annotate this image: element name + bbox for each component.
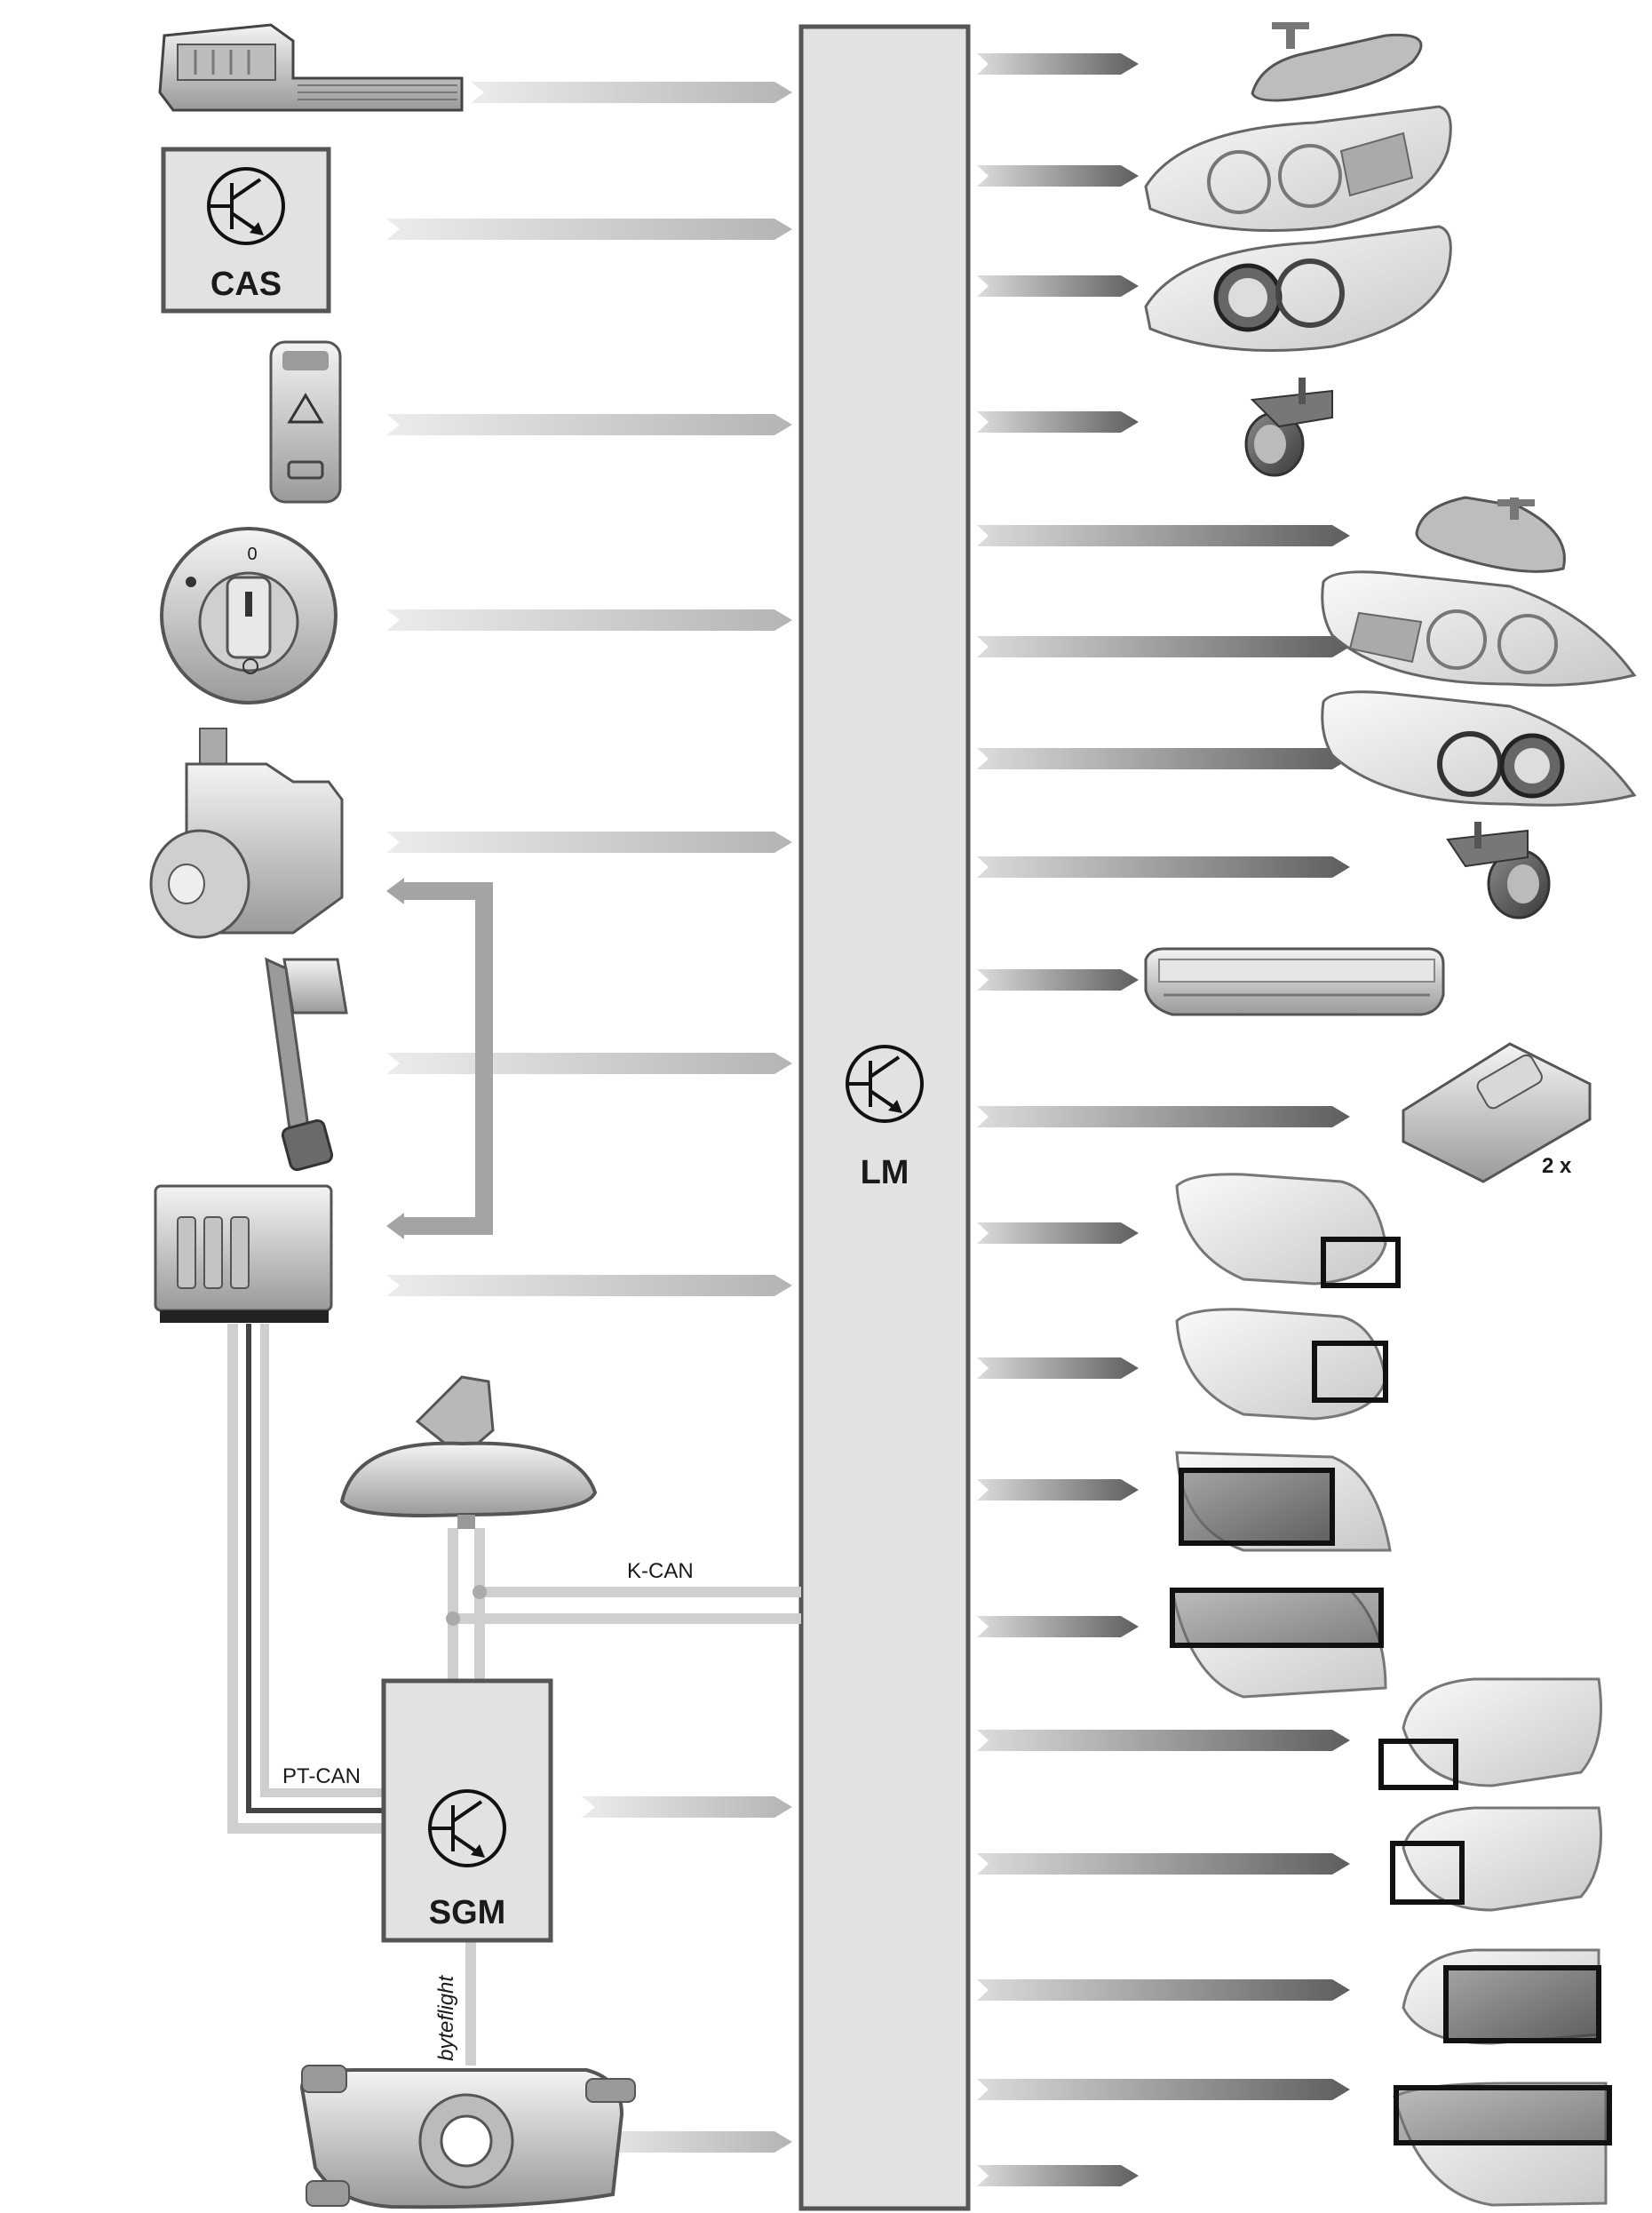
- byteflight-label: byteflight: [434, 1975, 458, 2061]
- highlight-box: [1170, 1588, 1384, 1648]
- sgm-transistor-icon: [428, 1789, 506, 1867]
- byteflight-bus: [465, 1941, 476, 2066]
- side-marker-icon: [1251, 22, 1423, 102]
- lm-transistor-icon: [846, 1045, 924, 1123]
- output-arrow: [977, 275, 1139, 297]
- cas-transistor-icon: [207, 167, 285, 245]
- license-plate-light-icon: [1402, 1042, 1592, 1183]
- output-arrow: [977, 856, 1350, 878]
- brake-pedal-icon: [265, 957, 348, 1172]
- lm-label: LM: [861, 1154, 909, 1191]
- dme-control-unit-icon: [154, 1184, 333, 1323]
- tail-light-icon: [1175, 1308, 1388, 1421]
- svg-text:0: 0: [247, 545, 257, 564]
- k-can-bus: [446, 1528, 801, 1679]
- input-arrow: [386, 414, 792, 435]
- output-arrows: [977, 53, 1350, 2186]
- tail-light-icon: [1175, 1451, 1392, 1552]
- highlight-box: [1390, 1841, 1465, 1905]
- highlight-box: [1378, 1739, 1458, 1790]
- input-arrow: [386, 832, 792, 853]
- steering-column-switch-icon: [299, 2065, 636, 2209]
- headlight-xenon-icon: [1144, 225, 1452, 352]
- output-arrow: [977, 2165, 1139, 2186]
- input-arrows: [386, 82, 792, 2153]
- input-arrow: [386, 1275, 792, 1296]
- pt-can-label: PT-CAN: [282, 1764, 361, 1788]
- output-arrow: [977, 1730, 1350, 1751]
- output-arrow: [977, 969, 1139, 991]
- third-brake-light-icon: [1144, 947, 1445, 1016]
- tail-light-icon: [1402, 1948, 1601, 2045]
- k-can-label: K-CAN: [627, 1559, 694, 1583]
- tail-light-icon: [1378, 1677, 1602, 1790]
- output-arrow: [977, 1222, 1139, 1244]
- bracket-connector: [386, 878, 493, 1239]
- license-light-count-label: 2 x: [1542, 1154, 1572, 1178]
- output-arrow: [977, 165, 1139, 187]
- tail-light-icon: [1390, 1806, 1602, 1912]
- cas-label: CAS: [210, 266, 282, 303]
- hazard-switch-icon: [269, 340, 342, 504]
- highlight-box: [1321, 1237, 1401, 1288]
- highlight-box: [1312, 1341, 1388, 1403]
- highlight-box: [1179, 1468, 1335, 1546]
- output-arrow: [977, 411, 1139, 433]
- tail-light-icon: [1175, 1173, 1401, 1288]
- highlight-box: [1443, 1965, 1601, 2043]
- output-arrow: [977, 53, 1139, 75]
- input-arrow: [386, 609, 792, 631]
- lm-module: [798, 24, 971, 2211]
- input-arrow: [582, 2131, 792, 2153]
- sgm-label: SGM: [429, 1894, 506, 1931]
- light-switch-icon: 0: [160, 527, 338, 704]
- output-arrow: [977, 1357, 1139, 1379]
- input-arrow: [582, 1796, 792, 1818]
- input-arrow: [386, 219, 792, 240]
- tail-light-icon: [1170, 1588, 1387, 1699]
- headlight-icon: [1321, 570, 1637, 687]
- side-marker-icon: [1415, 496, 1566, 573]
- fog-lamp-icon: [1446, 822, 1551, 919]
- output-arrow: [977, 748, 1350, 769]
- fog-lamp-icon: [1244, 378, 1333, 477]
- output-arrow: [977, 525, 1350, 546]
- output-arrow: [977, 1979, 1350, 2001]
- output-arrow: [977, 2079, 1350, 2100]
- output-arrow: [977, 1106, 1350, 1127]
- dsc-hydraulic-unit-icon: [149, 728, 344, 939]
- output-arrow: [977, 1853, 1350, 1875]
- rearview-mirror-icon: [339, 1375, 598, 1529]
- tail-light-icon: [1393, 2082, 1612, 2207]
- headlight-icon: [1144, 105, 1452, 232]
- output-arrow: [977, 636, 1350, 657]
- input-arrow: [386, 1053, 792, 1074]
- input-arrow: [471, 82, 792, 103]
- pt-can-bus: [227, 1324, 384, 1834]
- headlight-xenon-icon: [1321, 690, 1637, 807]
- output-arrow: [977, 1616, 1139, 1637]
- junction-box-icon: [158, 23, 464, 112]
- output-arrow: [977, 1479, 1139, 1501]
- cas-module: CAS: [161, 147, 331, 314]
- highlight-box: [1394, 2085, 1612, 2145]
- sgm-module: SGM: [381, 1678, 553, 1943]
